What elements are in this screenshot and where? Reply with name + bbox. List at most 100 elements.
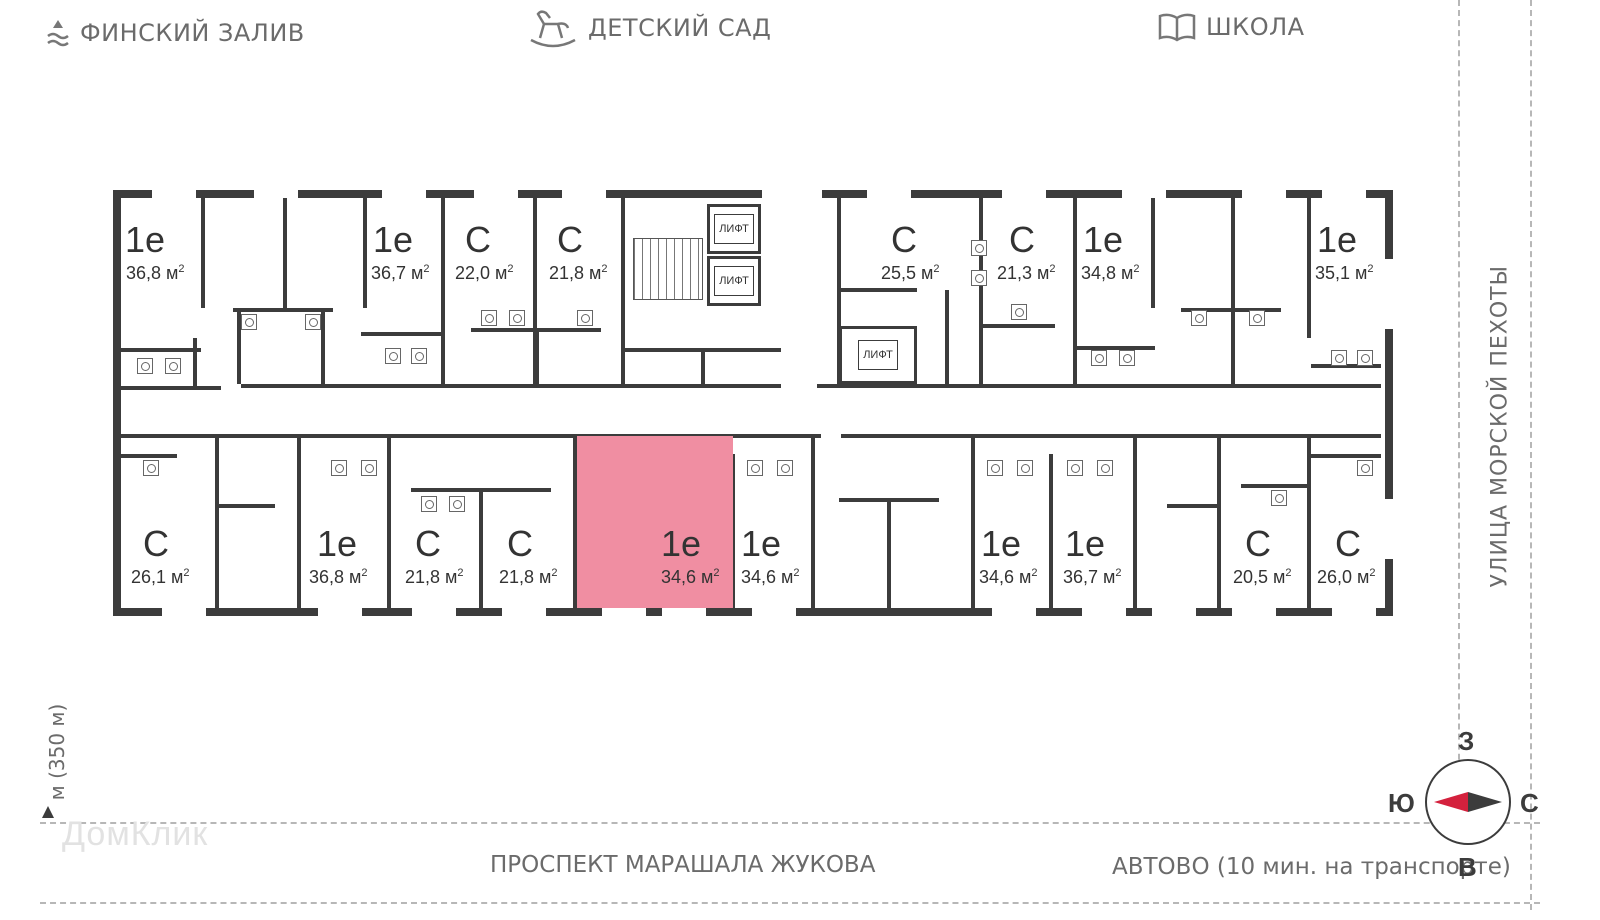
wall (283, 198, 287, 308)
sink-fixture (509, 310, 525, 326)
washer-fixture (1271, 490, 1287, 506)
apartment-unit[interactable]: С 22,0 м2 (445, 198, 533, 308)
unit-area: 34,8 м2 (1081, 263, 1140, 283)
window (1321, 190, 1367, 198)
unit-area: 20,5 м2 (1233, 567, 1292, 587)
wall (701, 348, 705, 384)
sink-fixture (165, 358, 181, 374)
wall (979, 198, 983, 384)
window (991, 608, 1037, 616)
corridor-wall (121, 386, 221, 390)
wall (321, 308, 325, 384)
wall (1133, 434, 1137, 608)
wall (1241, 484, 1307, 488)
apartment-unit[interactable]: С 21,3 м2 (983, 198, 1073, 308)
unit-type: 1е (1065, 523, 1106, 564)
staircase (633, 238, 703, 300)
elevator: ЛИФТ (707, 256, 761, 306)
wall (193, 338, 197, 386)
window (751, 608, 797, 616)
wall (887, 498, 891, 608)
sink-fixture (361, 460, 377, 476)
washer-fixture (143, 460, 159, 476)
apartment-unit[interactable]: 1е 36,7 м2 (1053, 498, 1133, 608)
compass-icon (1425, 759, 1511, 845)
apartment-unit[interactable]: 1е 35,1 м2 (1311, 198, 1385, 308)
wall (811, 434, 815, 608)
wall (121, 348, 201, 352)
unit-type: С (1335, 523, 1361, 564)
street-right-label: УЛИЦА МОРСКОЙ ПЕХОТЫ (1460, 265, 1540, 588)
landmark-gulf: ФИНСКИЙ ЗАЛИВ (46, 18, 305, 48)
apartment-unit[interactable]: С 26,0 м2 (1311, 498, 1385, 608)
unit-area: 21,8 м2 (549, 263, 608, 283)
street-right-text: УЛИЦА МОРСКОЙ ПЕХОТЫ (1487, 264, 1513, 588)
apartment-unit[interactable]: С 21,8 м2 (483, 498, 573, 608)
corridor-wall (241, 384, 781, 388)
apartment-unit[interactable]: С 21,8 м2 (391, 498, 479, 608)
floor-plan: ЛИФТ ЛИФТ ЛИФТ (113, 190, 1393, 616)
unit-area: 36,8 м2 (309, 567, 368, 587)
apartment-unit[interactable]: С 26,1 м2 (121, 498, 215, 608)
apartment-unit[interactable]: 1е 36,8 м2 (301, 498, 387, 608)
unit-type: 1е (317, 523, 358, 564)
unit-area: 34,6 м2 (741, 567, 800, 587)
wall (1217, 434, 1221, 608)
unit-type: С (143, 523, 169, 564)
washer-fixture (777, 460, 793, 476)
wall (1311, 454, 1381, 458)
watermark: ДомКлик (62, 815, 209, 853)
apartment-unit[interactable]: С 20,5 м2 (1221, 498, 1307, 608)
window (411, 608, 457, 616)
window (866, 190, 912, 198)
apartment-unit[interactable]: 1е 36,7 м2 (367, 198, 441, 308)
window (1231, 608, 1277, 616)
washer-fixture (385, 348, 401, 364)
wall (297, 434, 301, 608)
wall (837, 288, 917, 292)
apartment-unit[interactable]: 1е 34,6 м2 (975, 498, 1049, 608)
window (253, 190, 299, 198)
unit-area: 36,8 м2 (126, 263, 185, 283)
wall (731, 454, 735, 608)
unit-area: 25,5 м2 (881, 263, 940, 283)
road-line-bottom (40, 902, 1540, 904)
wall (621, 198, 625, 384)
wall (1307, 198, 1311, 338)
sink-fixture (1191, 310, 1207, 326)
corridor-wall (121, 434, 221, 438)
washer-fixture (1331, 350, 1347, 366)
unit-type: С (415, 523, 441, 564)
elevator-label: ЛИФТ (858, 340, 898, 370)
unit-type: 1е (661, 523, 702, 564)
apartment-unit-selected[interactable]: 1е 34,6 м2 (577, 436, 733, 608)
sink-fixture (1119, 350, 1135, 366)
rocking-horse-icon (530, 10, 576, 48)
sink-fixture (971, 240, 987, 256)
elevator: ЛИФТ (839, 326, 917, 384)
washer-fixture (987, 460, 1003, 476)
unit-area: 36,7 м2 (1063, 567, 1122, 587)
sink-fixture (481, 310, 497, 326)
wall (479, 488, 483, 608)
window (1121, 190, 1167, 198)
distance-label: м (350 м) (45, 703, 69, 801)
apartment-unit[interactable]: С 21,8 м2 (537, 198, 621, 308)
unit-type: С (1245, 523, 1271, 564)
arrow-up-icon (42, 806, 54, 818)
apartment-unit[interactable]: С 25,5 м2 (841, 198, 945, 288)
window (161, 608, 207, 616)
unit-type: С (891, 219, 917, 260)
unit-area: 26,0 м2 (1317, 567, 1376, 587)
unit-type: 1е (741, 523, 782, 564)
apartment-unit[interactable]: 1е 34,8 м2 (1077, 198, 1151, 308)
wall (363, 198, 367, 308)
window (1385, 258, 1393, 330)
apartment-unit[interactable]: 1е 34,6 м2 (735, 498, 811, 608)
apartment-unit[interactable]: 1е 36,8 м2 (121, 198, 201, 308)
window (1241, 190, 1287, 198)
road-bottom-label: ПРОСПЕКТ МАРАШАЛА ЖУКОВА (490, 852, 876, 878)
wall (387, 434, 391, 608)
wall (535, 328, 539, 384)
wall (945, 290, 949, 384)
